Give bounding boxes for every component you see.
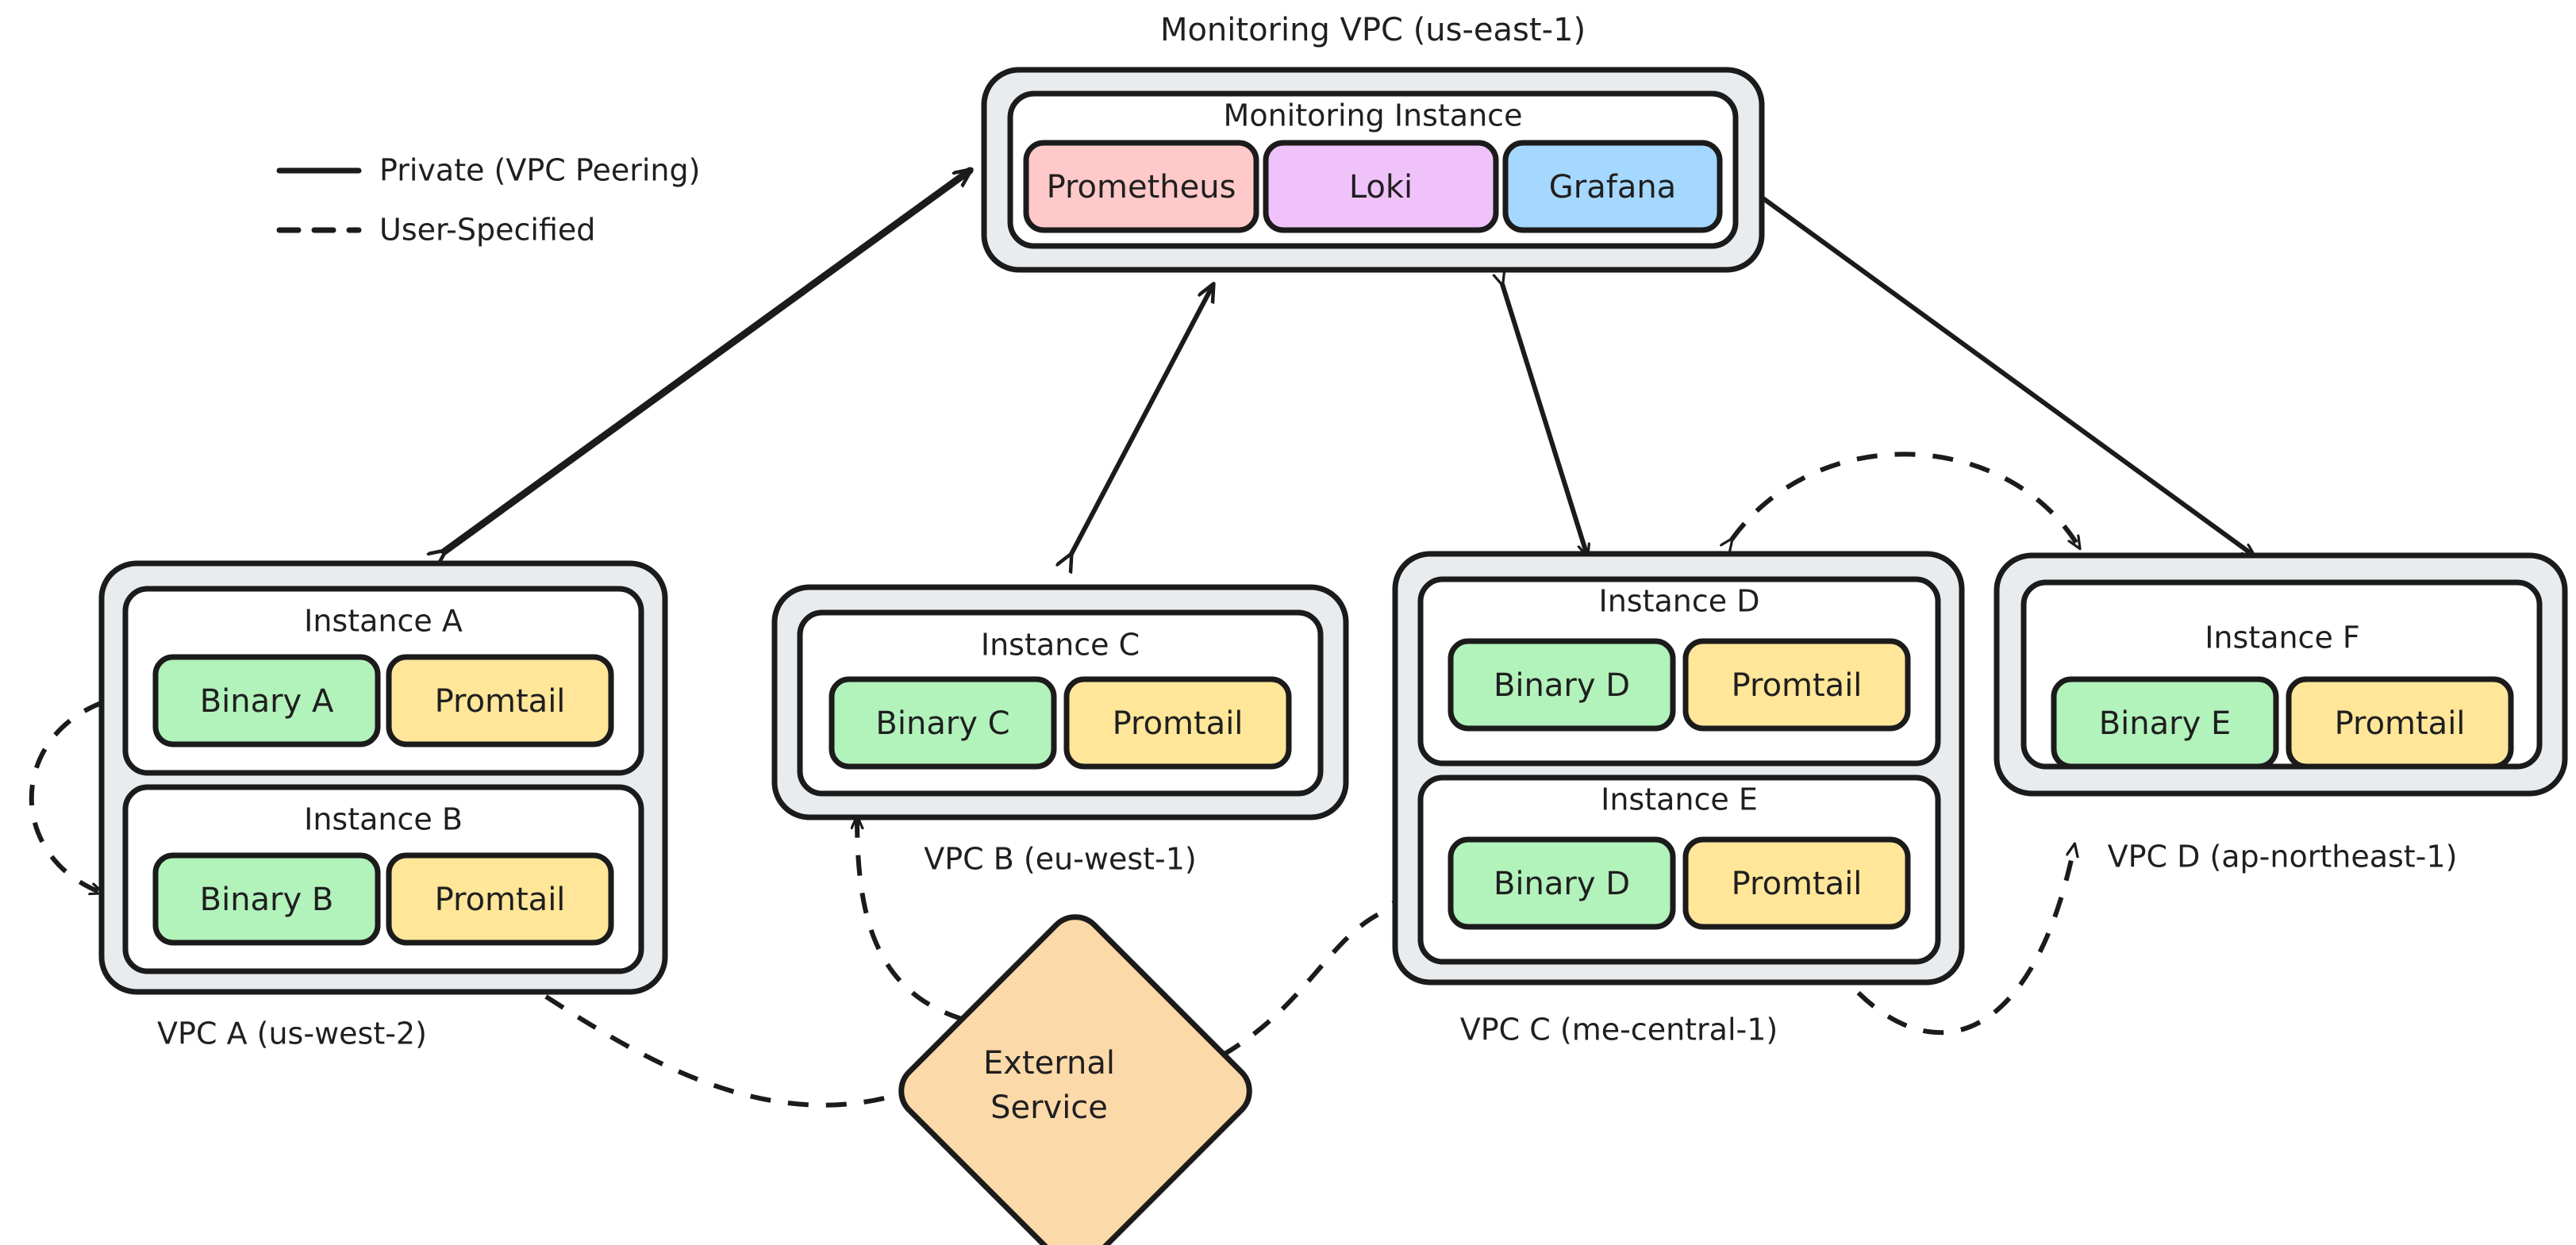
instance-c-label: Instance C [981,628,1140,663]
vpc-a-label: VPC A (us-west-2) [157,1016,427,1051]
instance-b[interactable]: Instance B Binary B Promtail [122,784,644,974]
loki-box [1263,140,1499,233]
promtail-instance-a[interactable]: Promtail [386,654,614,747]
vpc-b-label: VPC B (eu-west-1) [924,842,1197,877]
monitoring-vpc-label: Monitoring VPC (us-east-1) [1160,12,1586,48]
promtail-f-label: Promtail [2335,705,2466,742]
promtail-b-label: Promtail [435,882,566,918]
vpc-b[interactable]: VPC B (eu-west-1) Instance C Binary C Pr… [771,584,1349,877]
external-service-diamond [898,914,1252,1245]
promtail-a-box [386,654,614,747]
grafana-box [1502,140,1723,233]
service-grafana[interactable]: Grafana [1502,140,1723,233]
edge-vpc-c-vpc-d-upper [1732,452,2079,548]
prometheus-label: Prometheus [1047,169,1236,206]
binary-b-label: Binary B [200,882,334,918]
edge-vpc-c-monitoring [1502,284,1587,555]
binary-d-instance-e[interactable]: Binary D [1448,836,1676,930]
binary-a[interactable]: Binary A [152,654,381,747]
legend-label-user-specified: User-Specified [379,213,595,248]
binary-b[interactable]: Binary B [152,852,381,946]
binary-d-e-label: Binary D [1494,866,1630,902]
promtail-e-label: Promtail [1732,866,1863,902]
external-service-label-line1: External [983,1045,1115,1082]
instance-b-label: Instance B [304,802,463,837]
edge-vpc-c-vpc-d-lower [1833,845,2074,1036]
binary-d-box [1448,638,1676,732]
instance-d[interactable]: Instance D Binary D Promtail [1417,576,1941,767]
edge-vpc-a-monitoring [444,167,970,551]
instance-c[interactable]: Instance C Binary C Promtail [797,609,1324,797]
promtail-a-label: Promtail [435,683,566,720]
loki-label: Loki [1349,169,1413,206]
promtail-instance-f[interactable]: Promtail [2286,676,2514,770]
binary-e-box [1448,836,1676,930]
instance-a-label: Instance A [304,604,463,639]
binary-b-box [152,852,381,946]
service-prometheus[interactable]: Prometheus [1023,140,1259,233]
promtail-c-box [1063,676,1292,770]
monitoring-vpc[interactable]: Monitoring VPC (us-east-1) Monitoring In… [981,12,1765,273]
connections-layer [29,167,2254,1108]
instance-f-label: Instance F [2205,621,2360,655]
vpc-d[interactable]: VPC D (ap-northeast-1) Instance F Binary… [1994,552,2568,874]
binary-c[interactable]: Binary C [829,676,1057,770]
edge-external-vpc-b [857,817,965,1022]
vpc-d-label: VPC D (ap-northeast-1) [2108,840,2458,874]
promtail-instance-c[interactable]: Promtail [1063,676,1292,770]
binary-d-label: Binary D [1494,667,1630,704]
instance-d-label: Instance D [1599,584,1760,619]
binary-e-f-label: Binary E [2099,705,2232,742]
instance-a[interactable]: Instance A Binary A Promtail [122,586,644,776]
external-service[interactable]: External Service [890,906,1261,1245]
binary-d-instance-d[interactable]: Binary D [1448,638,1676,732]
promtail-d-label: Promtail [1732,667,1863,704]
monitoring-instance-label: Monitoring Instance [1224,98,1523,133]
promtail-f-box [2286,676,2514,770]
external-service-label-line2: Service [990,1089,1108,1126]
instance-e-label: Instance E [1601,782,1758,817]
promtail-b-box [386,852,614,946]
legend-label-private: Private (VPC Peering) [379,153,700,188]
legend: Private (VPC Peering) User-Specified [276,153,700,248]
vpc-c-label: VPC C (me-central-1) [1460,1013,1778,1047]
monitoring-instance[interactable]: Monitoring Instance Prometheus Loki Graf… [1007,90,1739,249]
binary-a-label: Binary A [200,683,334,720]
promtail-d-box [1682,638,1911,732]
grafana-label: Grafana [1549,169,1676,206]
promtail-instance-d[interactable]: Promtail [1682,638,1911,732]
prometheus-box [1023,140,1259,233]
promtail-instance-e[interactable]: Promtail [1682,836,1911,930]
promtail-instance-b[interactable]: Promtail [386,852,614,946]
binary-a-box [152,654,381,747]
service-loki[interactable]: Loki [1263,140,1499,233]
edge-external-vpc-c [1221,905,1405,1058]
binary-e-instance-f[interactable]: Binary E [2051,676,2279,770]
instance-f[interactable]: Instance F Binary E Promtail [2020,579,2543,770]
binary-e-f-box [2051,676,2279,770]
edge-instance-a-instance-b [29,702,103,893]
edge-vpc-d-monitoring [1752,190,2254,558]
vpc-c[interactable]: VPC C (me-central-1) Instance D Binary D… [1392,551,1965,1047]
binary-c-box [829,676,1057,770]
promtail-e-box [1682,836,1911,930]
edge-external-vpc-a [492,962,922,1108]
binary-c-label: Binary C [875,705,1009,742]
instance-e[interactable]: Instance E Binary D Promtail [1417,774,1941,965]
promtail-c-label: Promtail [1113,705,1244,742]
edge-vpc-b-monitoring [1071,286,1213,555]
vpc-a[interactable]: VPC A (us-west-2) Instance A Binary A Pr… [98,560,668,1051]
